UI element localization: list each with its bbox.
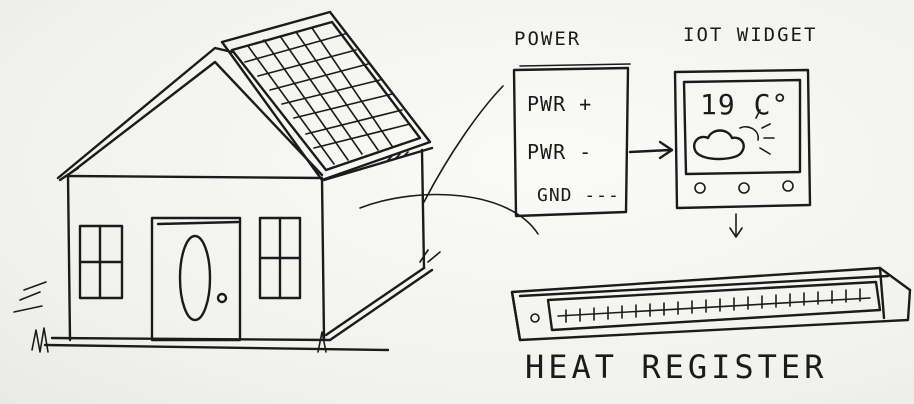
gnd-label: GND --- xyxy=(537,185,620,206)
cloud-sun-icon xyxy=(693,109,775,161)
house xyxy=(13,46,441,353)
heat-register xyxy=(510,266,912,342)
right-window xyxy=(258,216,302,300)
left-window xyxy=(78,224,124,300)
iot-widget-label: IOT WIDGET xyxy=(683,24,818,46)
arrow-down-icon xyxy=(729,213,743,238)
pwr-minus-label: PWR - xyxy=(527,140,593,164)
wires xyxy=(359,85,539,235)
temperature-readout: 19 C° xyxy=(700,88,790,121)
heat-register-label: HEAT REGISTER xyxy=(525,348,828,386)
solar-panel xyxy=(220,10,432,182)
power-box xyxy=(512,63,631,218)
power-label: POWER xyxy=(514,28,582,50)
arrow-right-icon xyxy=(628,140,674,160)
iot-widget-device xyxy=(673,68,812,210)
front-door xyxy=(150,216,242,342)
pwr-plus-label: PWR + xyxy=(527,92,593,116)
